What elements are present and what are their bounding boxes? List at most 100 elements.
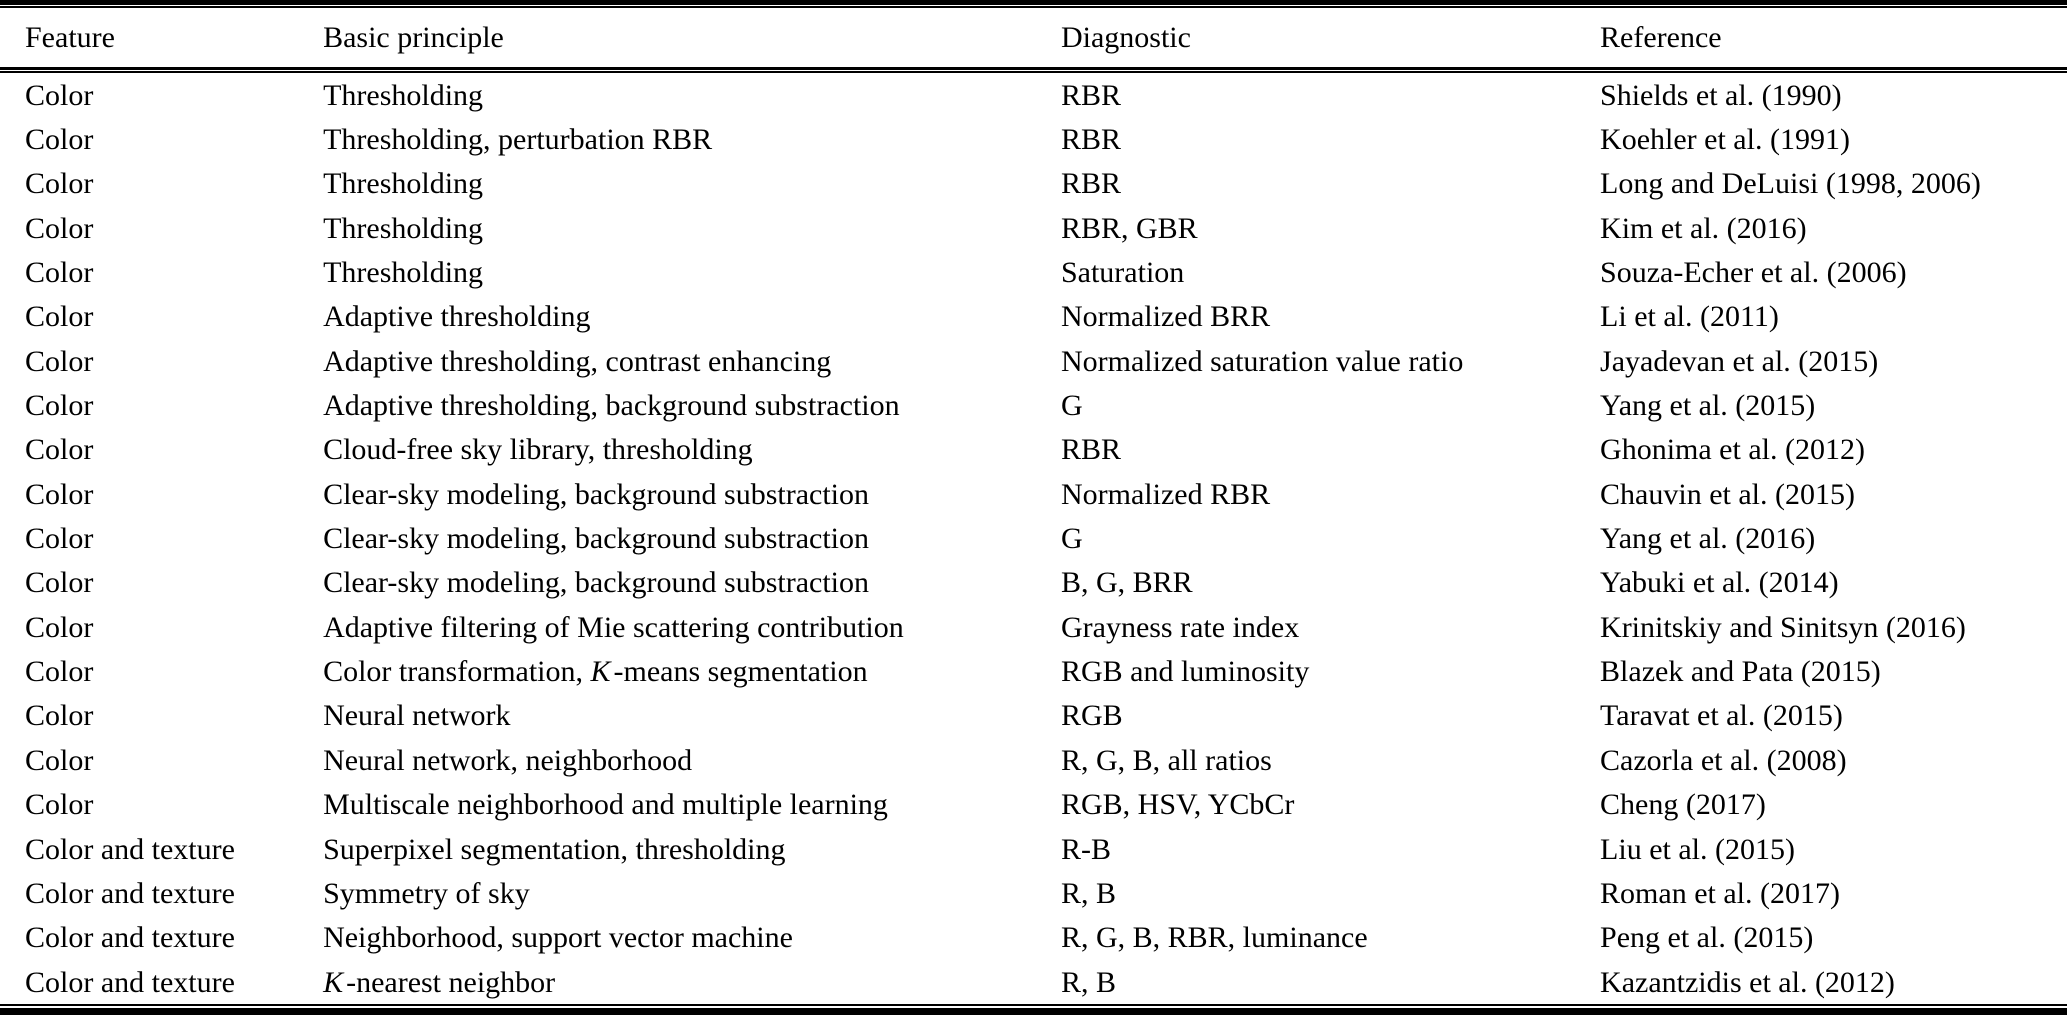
cell-diagnostic: B, G, BRR <box>1060 566 1193 600</box>
cell-feature: Color <box>25 699 94 733</box>
cell-diagnostic: RGB <box>1060 699 1123 733</box>
cell-diagnostic: RBR <box>1060 78 1121 112</box>
cell-basic-principle: Neighborhood, support vector machine <box>323 921 793 955</box>
cell-diagnostic: RGB and luminosity <box>1060 655 1310 689</box>
cell-feature: Color <box>25 610 94 644</box>
cell-diagnostic: Normalized saturation value ratio <box>1060 344 1464 378</box>
cell-basic-principle: Thresholding <box>323 211 484 245</box>
cell-reference: Li et al. (2011) <box>1600 300 1779 334</box>
cell-feature: Color <box>25 788 94 822</box>
cell-reference: Yabuki et al. (2014) <box>1600 566 1839 600</box>
cell-reference: Peng et al. (2015) <box>1600 921 1814 955</box>
cell-feature: Color <box>25 433 94 467</box>
cell-diagnostic: RBR, GBR <box>1060 211 1198 245</box>
table-row: Color Thresholding, perturbation RBR RBR Ko… <box>0 117 2067 161</box>
cell-reference: Ghonima et al. (2012) <box>1600 433 1865 467</box>
cell-basic-principle: K-nearest neighbor <box>323 966 1061 999</box>
text-segment: -means segmentation <box>613 655 868 689</box>
cell-diagnostic: Saturation <box>1060 256 1185 290</box>
cell-basic-principle: Clear-sky modeling, background substract… <box>323 566 870 600</box>
table-bottom-rule <box>0 1004 2067 1015</box>
cell-basic-principle: Color transformation, K-means segmentati… <box>323 655 1061 688</box>
cell-diagnostic: RGB, HSV, YCbCr <box>1060 788 1295 822</box>
cell-reference: Cazorla et al. (2008) <box>1600 743 1847 777</box>
cell-reference: Kim et al. (2016) <box>1600 211 1807 245</box>
table-row: Color Clear-sky modeling, background subs… <box>0 561 2067 605</box>
cell-basic-principle: Cloud-free sky library, thresholding <box>323 433 753 467</box>
table-row: Color Neural network RGB Taravat et al. (20… <box>0 694 2067 738</box>
cell-diagnostic: Grayness rate index <box>1060 610 1300 644</box>
cell-basic-principle: Multiscale neighborhood and multiple lea… <box>323 788 888 822</box>
italic-text-segment: K <box>323 965 344 999</box>
cell-diagnostic: G <box>1060 522 1083 556</box>
cell-reference: Koehler et al. (1991) <box>1600 123 1850 157</box>
table-header-row: Feature Basic principle Diagnostic Refer… <box>0 8 2067 67</box>
cell-reference: Souza-Echer et al. (2006) <box>1600 256 1907 290</box>
cell-diagnostic: R, G, B, RBR, luminance <box>1060 921 1368 955</box>
cell-basic-principle: Neural network <box>323 699 511 733</box>
table-row: Color and texture Neighborhood, support v… <box>0 916 2067 960</box>
cell-feature: Color and texture <box>25 832 235 866</box>
cell-reference: Liu et al. (2015) <box>1600 832 1795 866</box>
cell-diagnostic: R, B <box>1060 876 1116 910</box>
text-segment: -nearest neighbor <box>346 965 556 999</box>
cell-reference: Cheng (2017) <box>1600 788 1766 822</box>
cell-reference: Kazantzidis et al. (2012) <box>1600 965 1895 999</box>
cell-diagnostic: RBR <box>1060 433 1121 467</box>
cell-diagnostic: RBR <box>1060 123 1121 157</box>
cell-feature: Color <box>25 389 94 423</box>
cell-basic-principle: Superpixel segmentation, thresholding <box>323 832 786 866</box>
column-header-diagnostic: Diagnostic <box>1060 21 1191 54</box>
cell-diagnostic: Normalized RBR <box>1060 477 1271 511</box>
column-header-feature: Feature <box>25 21 115 54</box>
cell-feature: Color <box>25 522 94 556</box>
table-top-rule <box>0 0 2067 8</box>
cell-basic-principle: Thresholding <box>323 78 484 112</box>
cell-diagnostic: Normalized BRR <box>1060 300 1271 334</box>
cell-feature: Color <box>25 78 94 112</box>
text-segment: Color transformation, <box>323 655 591 689</box>
table-row: Color Cloud-free sky library, thresholdin… <box>0 428 2067 472</box>
cell-feature: Color <box>25 655 94 689</box>
table-row: Color Adaptive thresholding, background s… <box>0 383 2067 427</box>
cell-feature: Color and texture <box>25 876 235 910</box>
table-header-rule <box>0 67 2067 73</box>
cell-basic-principle: Adaptive thresholding, background substr… <box>323 389 900 423</box>
cell-basic-principle: Thresholding, perturbation RBR <box>323 123 713 157</box>
table-row: Color Color transformation, K-means segme… <box>0 649 2067 693</box>
table-row: Color Multiscale neighborhood and multipl… <box>0 783 2067 827</box>
cell-feature: Color and texture <box>25 965 235 999</box>
table-row: Color Neural network, neighborhood R, G, B… <box>0 738 2067 782</box>
cell-feature: Color <box>25 743 94 777</box>
cell-reference: Jayadevan et al. (2015) <box>1600 344 1879 378</box>
cell-basic-principle: Thresholding <box>323 256 484 290</box>
cell-reference: Blazek and Pata (2015) <box>1600 655 1881 689</box>
cell-diagnostic: G <box>1060 389 1083 423</box>
italic-text-segment: K <box>590 655 611 689</box>
cell-basic-principle: Adaptive thresholding, contrast enhancin… <box>323 344 832 378</box>
cell-feature: Color <box>25 566 94 600</box>
cell-feature: Color and texture <box>25 921 235 955</box>
cell-reference: Taravat et al. (2015) <box>1600 699 1843 733</box>
cell-reference: Krinitskiy and Sinitsyn (2016) <box>1600 610 1966 644</box>
cell-basic-principle: Neural network, neighborhood <box>323 743 693 777</box>
cell-diagnostic: R, G, B, all ratios <box>1060 743 1272 777</box>
cell-basic-principle: Clear-sky modeling, background substract… <box>323 522 870 556</box>
cell-basic-principle: Thresholding <box>323 167 484 201</box>
cell-feature: Color <box>25 167 94 201</box>
cell-feature: Color <box>25 123 94 157</box>
cell-feature: Color <box>25 477 94 511</box>
column-header-reference: Reference <box>1600 21 1722 54</box>
cell-diagnostic: R-B <box>1060 832 1111 866</box>
table-row: Color Clear-sky modeling, background subs… <box>0 516 2067 560</box>
